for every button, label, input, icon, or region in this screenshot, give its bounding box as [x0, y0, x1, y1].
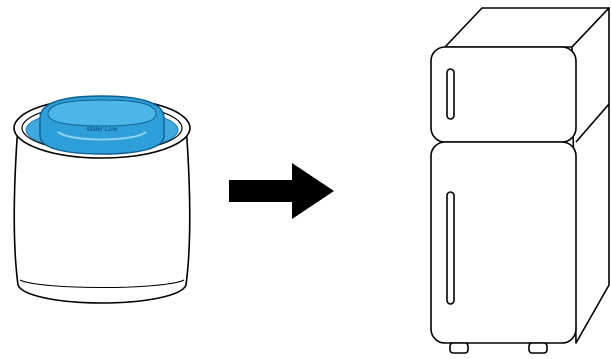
container-bottom-seam: [19, 279, 185, 288]
water-line-label: Water Line: [87, 127, 118, 133]
fridge-door: [430, 141, 577, 344]
water-container: Water Line: [13, 95, 191, 304]
lid-highlight: [57, 131, 147, 141]
fridge-handle: [446, 191, 455, 305]
fridge-foot-left: [449, 342, 469, 354]
right-arrow-icon: [229, 163, 334, 219]
fridge-side-seam: [575, 103, 610, 143]
container-body: [13, 124, 191, 304]
freezer-handle: [446, 68, 455, 120]
fridge-foot-right: [528, 342, 548, 354]
fridge-side-face: [571, 7, 610, 344]
blue-lid-top: [47, 99, 157, 127]
refrigerator: [430, 7, 610, 354]
